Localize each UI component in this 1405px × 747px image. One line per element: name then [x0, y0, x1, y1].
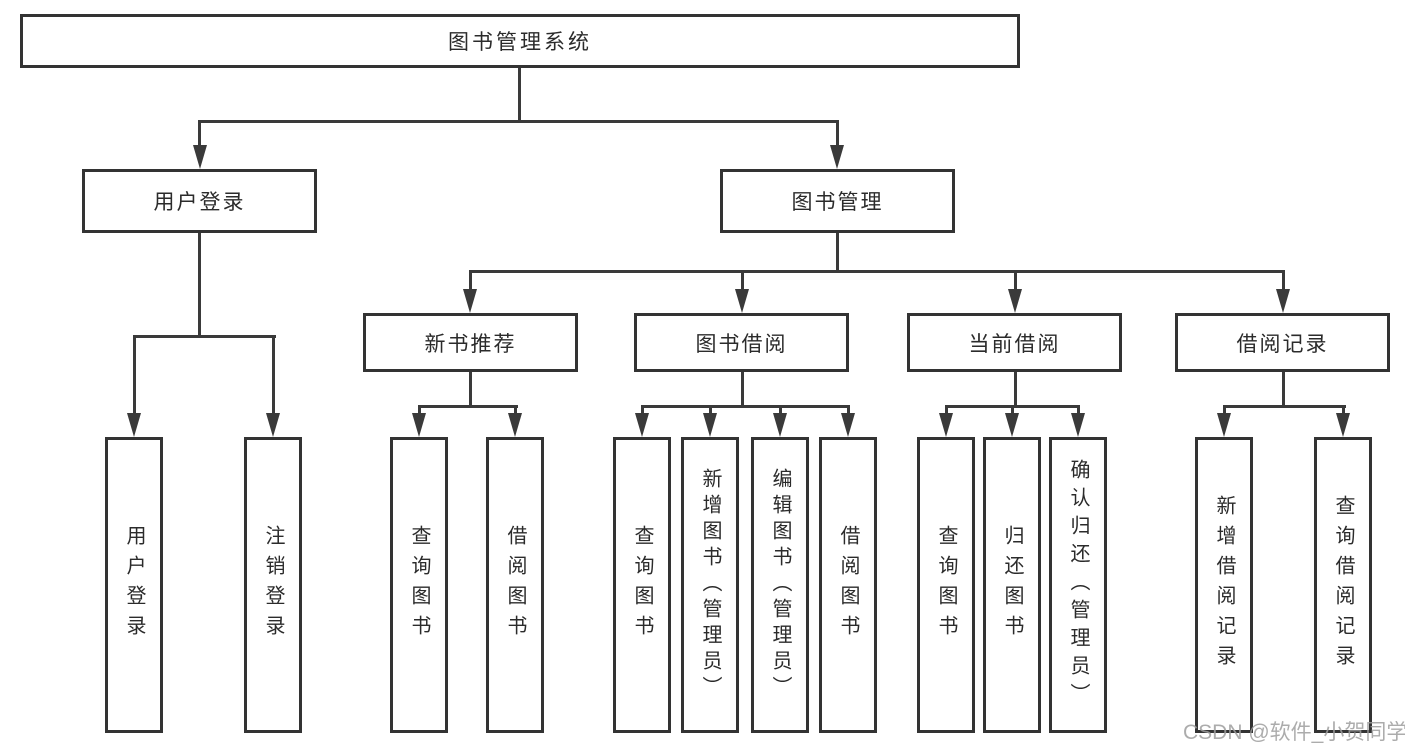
- connector-bookmgmt-drop-4: [1282, 270, 1285, 292]
- arrowhead-current-return: [1005, 413, 1019, 437]
- connector-borrowing-drop-1: [641, 405, 644, 417]
- node-book-management: 图书管理: [720, 169, 955, 233]
- connector-root-bar: [198, 120, 839, 123]
- connector-borrowing-stem: [741, 372, 744, 408]
- connector-newbook-stem: [469, 372, 472, 408]
- arrowhead-book-borrowing: [735, 289, 749, 313]
- arrowhead-leaf-user-login: [127, 413, 141, 437]
- node-user-login: 用户登录: [82, 169, 317, 233]
- arrowhead-current-confirm: [1071, 413, 1085, 437]
- connector-current-drop-3: [1077, 405, 1080, 417]
- connector-root-drop-right: [836, 120, 839, 148]
- connector-newbook-drop-2: [514, 405, 517, 417]
- leaf-user-login-label: 用户登录: [123, 525, 145, 645]
- leaf-borrow-edit-admin-label: 编辑图书（管理员）: [769, 468, 791, 702]
- node-root: 图书管理系统: [20, 14, 1020, 68]
- connector-current-drop-2: [1011, 405, 1014, 417]
- leaf-newbook-borrow-label: 借阅图书: [504, 525, 526, 645]
- leaf-borrow-borrow: 借阅图书: [819, 437, 877, 733]
- leaf-borrow-borrow-label: 借阅图书: [837, 525, 859, 645]
- node-borrowing-records: 借阅记录: [1175, 313, 1390, 372]
- leaf-borrow-add-admin-label: 新增图书（管理员）: [699, 468, 721, 702]
- connector-userlogin-drop-2: [272, 335, 275, 415]
- connector-bookmgmt-drop-3: [1014, 270, 1017, 292]
- node-book-management-label: 图书管理: [791, 191, 884, 214]
- node-new-book-recommend-label: 新书推荐: [424, 332, 517, 356]
- node-root-label: 图书管理系统: [448, 31, 592, 54]
- connector-records-drop-1: [1223, 405, 1226, 417]
- arrowhead-records-add: [1217, 413, 1231, 437]
- leaf-record-add-label: 新增借阅记录: [1213, 495, 1235, 675]
- leaf-current-confirm-admin: 确认归还（管理员）: [1049, 437, 1107, 733]
- connector-root-drop-left: [198, 120, 201, 148]
- arrowhead-borrowing-borrow: [841, 413, 855, 437]
- leaf-current-return-label: 归还图书: [1001, 525, 1023, 645]
- leaf-newbook-query-label: 查询图书: [408, 525, 430, 645]
- arrowhead-current-borrowing: [1008, 289, 1022, 313]
- connector-borrowing-bar: [641, 405, 850, 408]
- arrowhead-borrowing-query: [635, 413, 649, 437]
- connector-records-drop-2: [1342, 405, 1345, 417]
- csdn-watermark: CSDN @软件_小贺同学: [1183, 721, 1405, 744]
- connector-bookmgmt-drop-2: [741, 270, 744, 292]
- arrowhead-borrowing-edit: [773, 413, 787, 437]
- connector-records-stem: [1282, 372, 1285, 408]
- arrowhead-new-book: [463, 289, 477, 313]
- connector-borrowing-drop-2: [709, 405, 712, 417]
- arrowhead-borrowing-records: [1276, 289, 1290, 313]
- connector-current-stem: [1014, 372, 1017, 408]
- node-borrowing-records-label: 借阅记录: [1236, 332, 1329, 356]
- connector-records-bar: [1223, 405, 1346, 408]
- leaf-record-query-label: 查询借阅记录: [1332, 495, 1354, 675]
- leaf-newbook-query: 查询图书: [390, 437, 448, 733]
- arrowhead-newbook-query: [412, 413, 426, 437]
- connector-newbook-drop-1: [418, 405, 421, 417]
- node-user-login-label: 用户登录: [153, 191, 246, 214]
- leaf-newbook-borrow: 借阅图书: [486, 437, 544, 733]
- arrowhead-current-query: [939, 413, 953, 437]
- node-book-borrowing: 图书借阅: [634, 313, 849, 372]
- leaf-logout: 注销登录: [244, 437, 302, 733]
- node-current-borrowing-label: 当前借阅: [968, 332, 1061, 356]
- connector-borrowing-drop-3: [779, 405, 782, 417]
- leaf-current-confirm-admin-label: 确认归还（管理员）: [1067, 459, 1089, 711]
- leaf-logout-label: 注销登录: [262, 525, 284, 645]
- leaf-current-query-label: 查询图书: [935, 525, 957, 645]
- connector-userlogin-bar: [133, 335, 276, 338]
- arrowhead-borrowing-add: [703, 413, 717, 437]
- arrowhead-records-query: [1336, 413, 1350, 437]
- connector-bookmgmt-stem: [836, 233, 839, 273]
- connector-bookmgmt-drop-1: [469, 270, 472, 292]
- connector-bookmgmt-bar: [469, 270, 1285, 273]
- leaf-user-login: 用户登录: [105, 437, 163, 733]
- leaf-record-query: 查询借阅记录: [1314, 437, 1372, 733]
- node-book-borrowing-label: 图书借阅: [695, 332, 788, 356]
- arrowhead-book-management: [830, 145, 844, 169]
- connector-root-stem: [518, 68, 521, 123]
- connector-current-drop-1: [945, 405, 948, 417]
- connector-userlogin-drop-1: [133, 335, 136, 415]
- arrowhead-newbook-borrow: [508, 413, 522, 437]
- leaf-borrow-query-label: 查询图书: [631, 525, 653, 645]
- arrowhead-user-login: [193, 145, 207, 169]
- arrowhead-leaf-logout: [266, 413, 280, 437]
- leaf-current-return: 归还图书: [983, 437, 1041, 733]
- leaf-borrow-query: 查询图书: [613, 437, 671, 733]
- node-current-borrowing: 当前借阅: [907, 313, 1122, 372]
- leaf-borrow-add-admin: 新增图书（管理员）: [681, 437, 739, 733]
- leaf-borrow-edit-admin: 编辑图书（管理员）: [751, 437, 809, 733]
- node-new-book-recommend: 新书推荐: [363, 313, 578, 372]
- connector-borrowing-drop-4: [847, 405, 850, 417]
- leaf-record-add: 新增借阅记录: [1195, 437, 1253, 733]
- leaf-current-query: 查询图书: [917, 437, 975, 733]
- connector-newbook-bar: [418, 405, 518, 408]
- connector-userlogin-stem: [198, 233, 201, 337]
